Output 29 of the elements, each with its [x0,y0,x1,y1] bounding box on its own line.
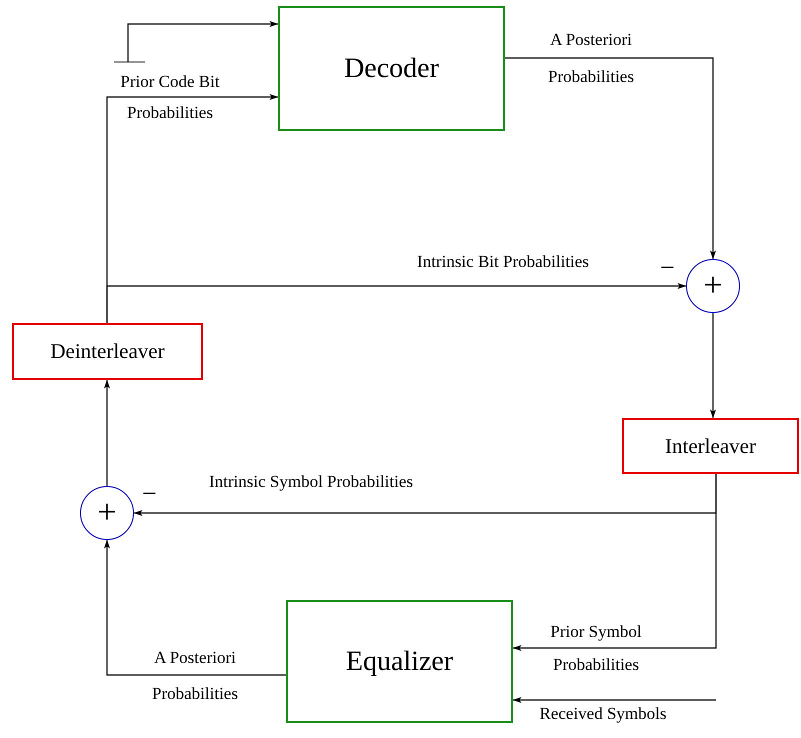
equalizer-box [286,600,513,723]
arrow [127,21,278,62]
deinterleaver-box [12,323,203,380]
block-label: Interleaver [665,436,756,456]
edge-label: Received Symbols [538,704,668,724]
minus-sign: − [660,255,675,281]
arrow [106,283,686,323]
edge-label: Intrinsic Symbol Probabilities [208,472,414,492]
edge-label: Intrinsic Bit Probabilities [416,252,590,272]
edge-label: Prior Symbol Probabilities [549,621,643,676]
block-label: Deinterleaver [50,341,165,362]
arrow [104,380,110,486]
block-label: Decoder [344,54,439,82]
arrow [710,313,716,418]
block-label: Equalizer [346,648,454,676]
decoder-box [278,6,505,131]
arrow [104,540,286,676]
edge-label: A Posteriori Probabilities [151,647,239,705]
minus-sign: − [142,481,157,507]
arrow [512,474,717,651]
plus-sign: + [97,496,117,530]
arrow [512,697,716,703]
interleaver-box [622,418,799,474]
edge-label: A Posteriori Probabilities [547,29,635,88]
edge-label: Prior Code Bit Probabilities [119,71,221,124]
arrow [505,57,716,260]
plus-sign: + [703,269,723,303]
summing-junction [686,259,740,313]
summing-junction [80,486,134,540]
